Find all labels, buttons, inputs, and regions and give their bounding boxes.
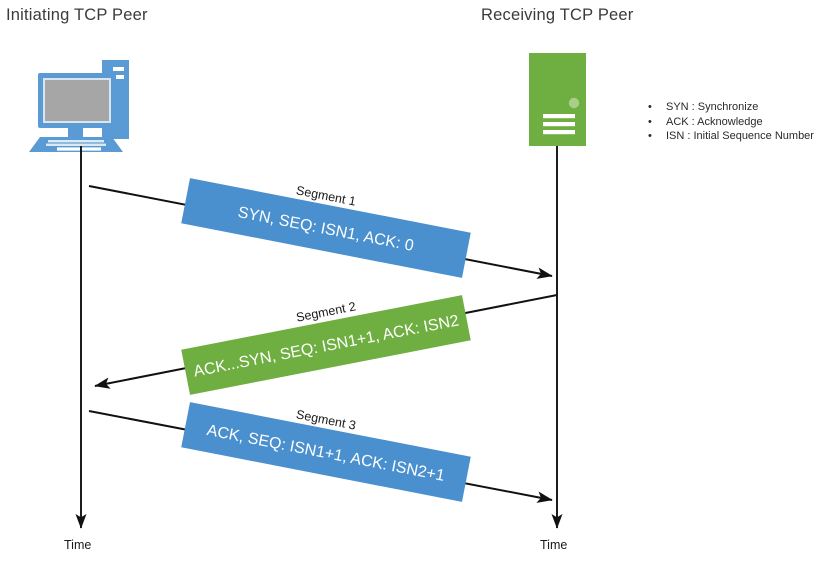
bullet-icon: • bbox=[648, 115, 652, 128]
legend-item-syn-text: SYN : Synchronize bbox=[666, 101, 759, 113]
initiating-peer-title: Initiating TCP Peer bbox=[6, 6, 148, 24]
abbreviation-legend: • SYN : Synchronize • ACK : Acknowledge … bbox=[648, 100, 838, 144]
server-icon bbox=[529, 53, 586, 146]
receiving-peer-title: Receiving TCP Peer bbox=[481, 6, 634, 24]
desktop-computer-icon bbox=[29, 60, 129, 152]
receiving-time-label: Time bbox=[540, 538, 568, 552]
bullet-icon: • bbox=[648, 101, 652, 113]
legend-item-isn: • ISN : Initial Sequence Number bbox=[648, 129, 838, 144]
bullet-icon: • bbox=[648, 130, 652, 142]
legend-item-ack: • ACK : Acknowledge bbox=[648, 115, 838, 130]
legend-item-syn: • SYN : Synchronize bbox=[648, 100, 838, 115]
legend-item-isn-text: ISN : Initial Sequence Number bbox=[666, 130, 814, 142]
legend-item-ack-text: ACK : Acknowledge bbox=[666, 115, 763, 128]
initiating-time-label: Time bbox=[64, 538, 92, 552]
